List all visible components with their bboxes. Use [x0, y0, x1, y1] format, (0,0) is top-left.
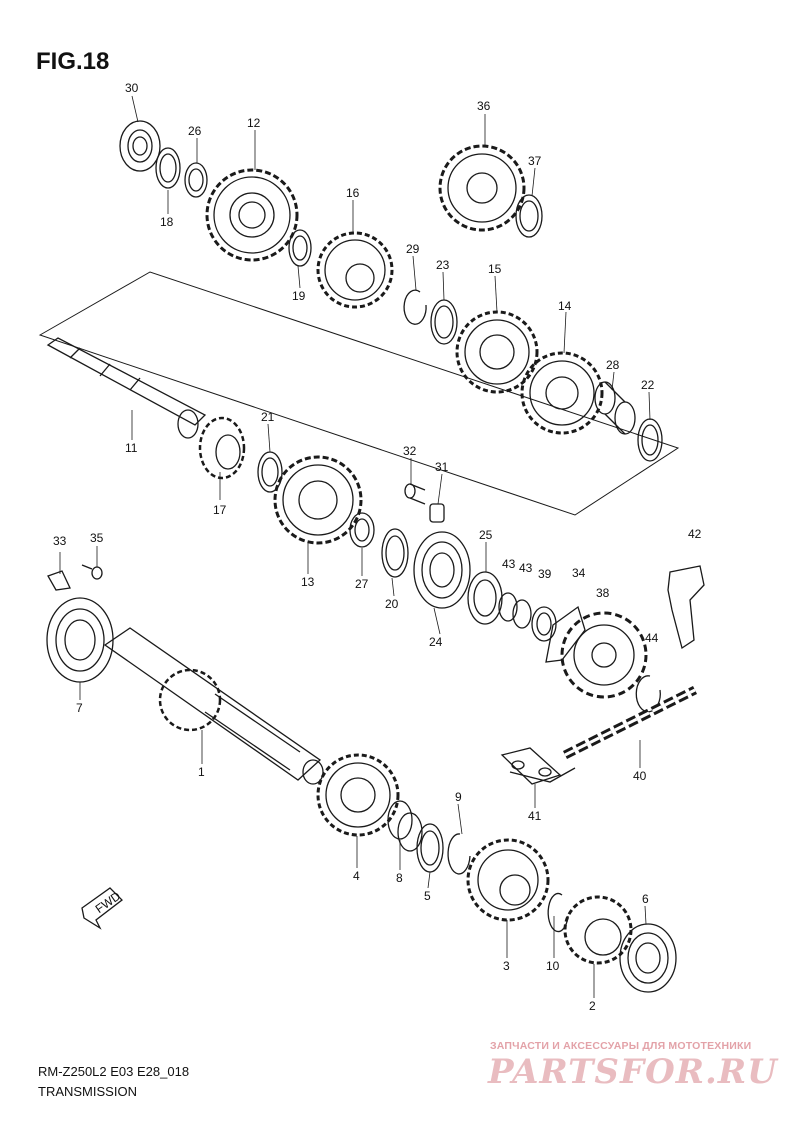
- callout-40: 40: [633, 769, 647, 783]
- callout-12: 12: [247, 116, 261, 130]
- callout-20: 20: [385, 597, 399, 611]
- model-code: RM-Z250L2 E03 E28_018: [38, 1064, 190, 1079]
- callout-43a: 43: [502, 557, 516, 571]
- part-31-plate: [429, 503, 445, 523]
- callout-41: 41: [528, 809, 542, 823]
- countershaft-group-outline: [38, 271, 680, 516]
- part-39-spacer: [531, 606, 557, 642]
- part-4-gear: [316, 753, 400, 837]
- callout-22: 22: [641, 378, 655, 392]
- part-41-master-link: [500, 747, 576, 785]
- part-40-drive-chain: [562, 685, 698, 760]
- part-20-washer: [381, 528, 409, 578]
- callout-28: 28: [606, 358, 620, 372]
- callout-42: 42: [688, 527, 702, 541]
- part-24-bearing: [413, 531, 471, 609]
- part-37-washer: [515, 194, 543, 238]
- callout-15: 15: [488, 262, 502, 276]
- part-22-washer: [637, 418, 663, 462]
- callout-18: 18: [160, 215, 174, 229]
- part-11-countershaft: [46, 337, 207, 439]
- part-35-screw: [81, 564, 103, 580]
- callout-36: 36: [477, 99, 491, 113]
- callout-leader-lines: [59, 95, 651, 998]
- part-38-engine-sprocket: [560, 611, 648, 699]
- callout-3: 3: [503, 959, 510, 973]
- watermark-brand: PARTSFOR.RU: [488, 1052, 778, 1092]
- part-34-plate: [545, 605, 586, 663]
- callout-5: 5: [424, 889, 431, 903]
- callout-24: 24: [429, 635, 443, 649]
- part-9-circlip: [447, 833, 471, 875]
- part-36-gear: [438, 144, 526, 232]
- part-13-gear: [273, 455, 363, 545]
- callout-8: 8: [396, 871, 403, 885]
- part-14-gear: [520, 351, 604, 435]
- callout-32: 32: [403, 444, 417, 458]
- callout-1: 1: [198, 765, 205, 779]
- callout-13: 13: [301, 575, 315, 589]
- section-name: TRANSMISSION: [38, 1084, 137, 1099]
- callout-39: 39: [538, 567, 552, 581]
- part-25-oil-seal: [467, 571, 503, 625]
- callout-30: 30: [125, 81, 139, 95]
- callout-16: 16: [346, 186, 360, 200]
- callout-4: 4: [353, 869, 360, 883]
- callout-34: 34: [572, 566, 586, 580]
- part-42-guide-plate: [667, 565, 705, 650]
- callout-43b: 43: [519, 561, 533, 575]
- callout-19: 19: [292, 289, 306, 303]
- part-8-bushing: [387, 800, 423, 852]
- part-16-gear: [316, 231, 394, 309]
- part-3-gear: [466, 838, 550, 922]
- callout-44: 44: [645, 631, 659, 645]
- callout-9: 9: [455, 790, 462, 804]
- part-2-gear: [563, 895, 633, 965]
- fwd-arrow-icon: [81, 887, 123, 930]
- callout-labels: 30 26 12 18 36 37 16 29 23 19 15 14 28 2…: [53, 81, 702, 1013]
- part-43-o-ring: [498, 592, 518, 622]
- part-17-gear: [198, 416, 246, 480]
- part-29-circlip: [403, 289, 427, 325]
- callout-29: 29: [406, 242, 420, 256]
- part-44-circlip: [635, 675, 661, 713]
- part-7-bearing: [46, 597, 114, 683]
- part-1-main-shaft: [103, 627, 324, 785]
- callout-38: 38: [596, 586, 610, 600]
- callout-21: 21: [261, 410, 275, 424]
- callout-17: 17: [213, 503, 227, 517]
- callout-31: 31: [435, 460, 449, 474]
- part-5-washer: [416, 823, 444, 873]
- part-33-bracket: [47, 570, 71, 591]
- part-32-bolt: [404, 483, 426, 505]
- callout-10: 10: [546, 959, 560, 973]
- part-12-gear: [205, 168, 299, 262]
- part-23-washer: [430, 299, 458, 345]
- part-43-o-ring: [512, 599, 532, 629]
- watermark-tagline: ЗАПЧАСТИ И АКСЕССУАРЫ ДЛЯ МОТОТЕХНИКИ: [490, 1040, 752, 1052]
- callout-27: 27: [355, 577, 369, 591]
- callout-2: 2: [589, 999, 596, 1013]
- fwd-badge-label: FWD: [93, 889, 124, 916]
- callout-35: 35: [90, 531, 104, 545]
- figure-title: FIG.18: [36, 48, 110, 75]
- part-19-washer: [288, 229, 312, 267]
- callout-7: 7: [76, 701, 83, 715]
- callout-33: 33: [53, 534, 67, 548]
- part-30-bearing: [119, 120, 161, 172]
- callout-25: 25: [479, 528, 493, 542]
- part-18-washer: [155, 147, 181, 189]
- callout-6: 6: [642, 892, 649, 906]
- part-6-bearing: [619, 923, 677, 993]
- part-27-bushing: [349, 512, 375, 548]
- callout-37: 37: [528, 154, 542, 168]
- part-28-bushing: [594, 381, 636, 435]
- callout-11: 11: [125, 441, 138, 455]
- callout-23: 23: [436, 258, 450, 272]
- part-26-bushing: [184, 162, 208, 198]
- callout-26: 26: [188, 124, 202, 138]
- callout-14: 14: [558, 299, 572, 313]
